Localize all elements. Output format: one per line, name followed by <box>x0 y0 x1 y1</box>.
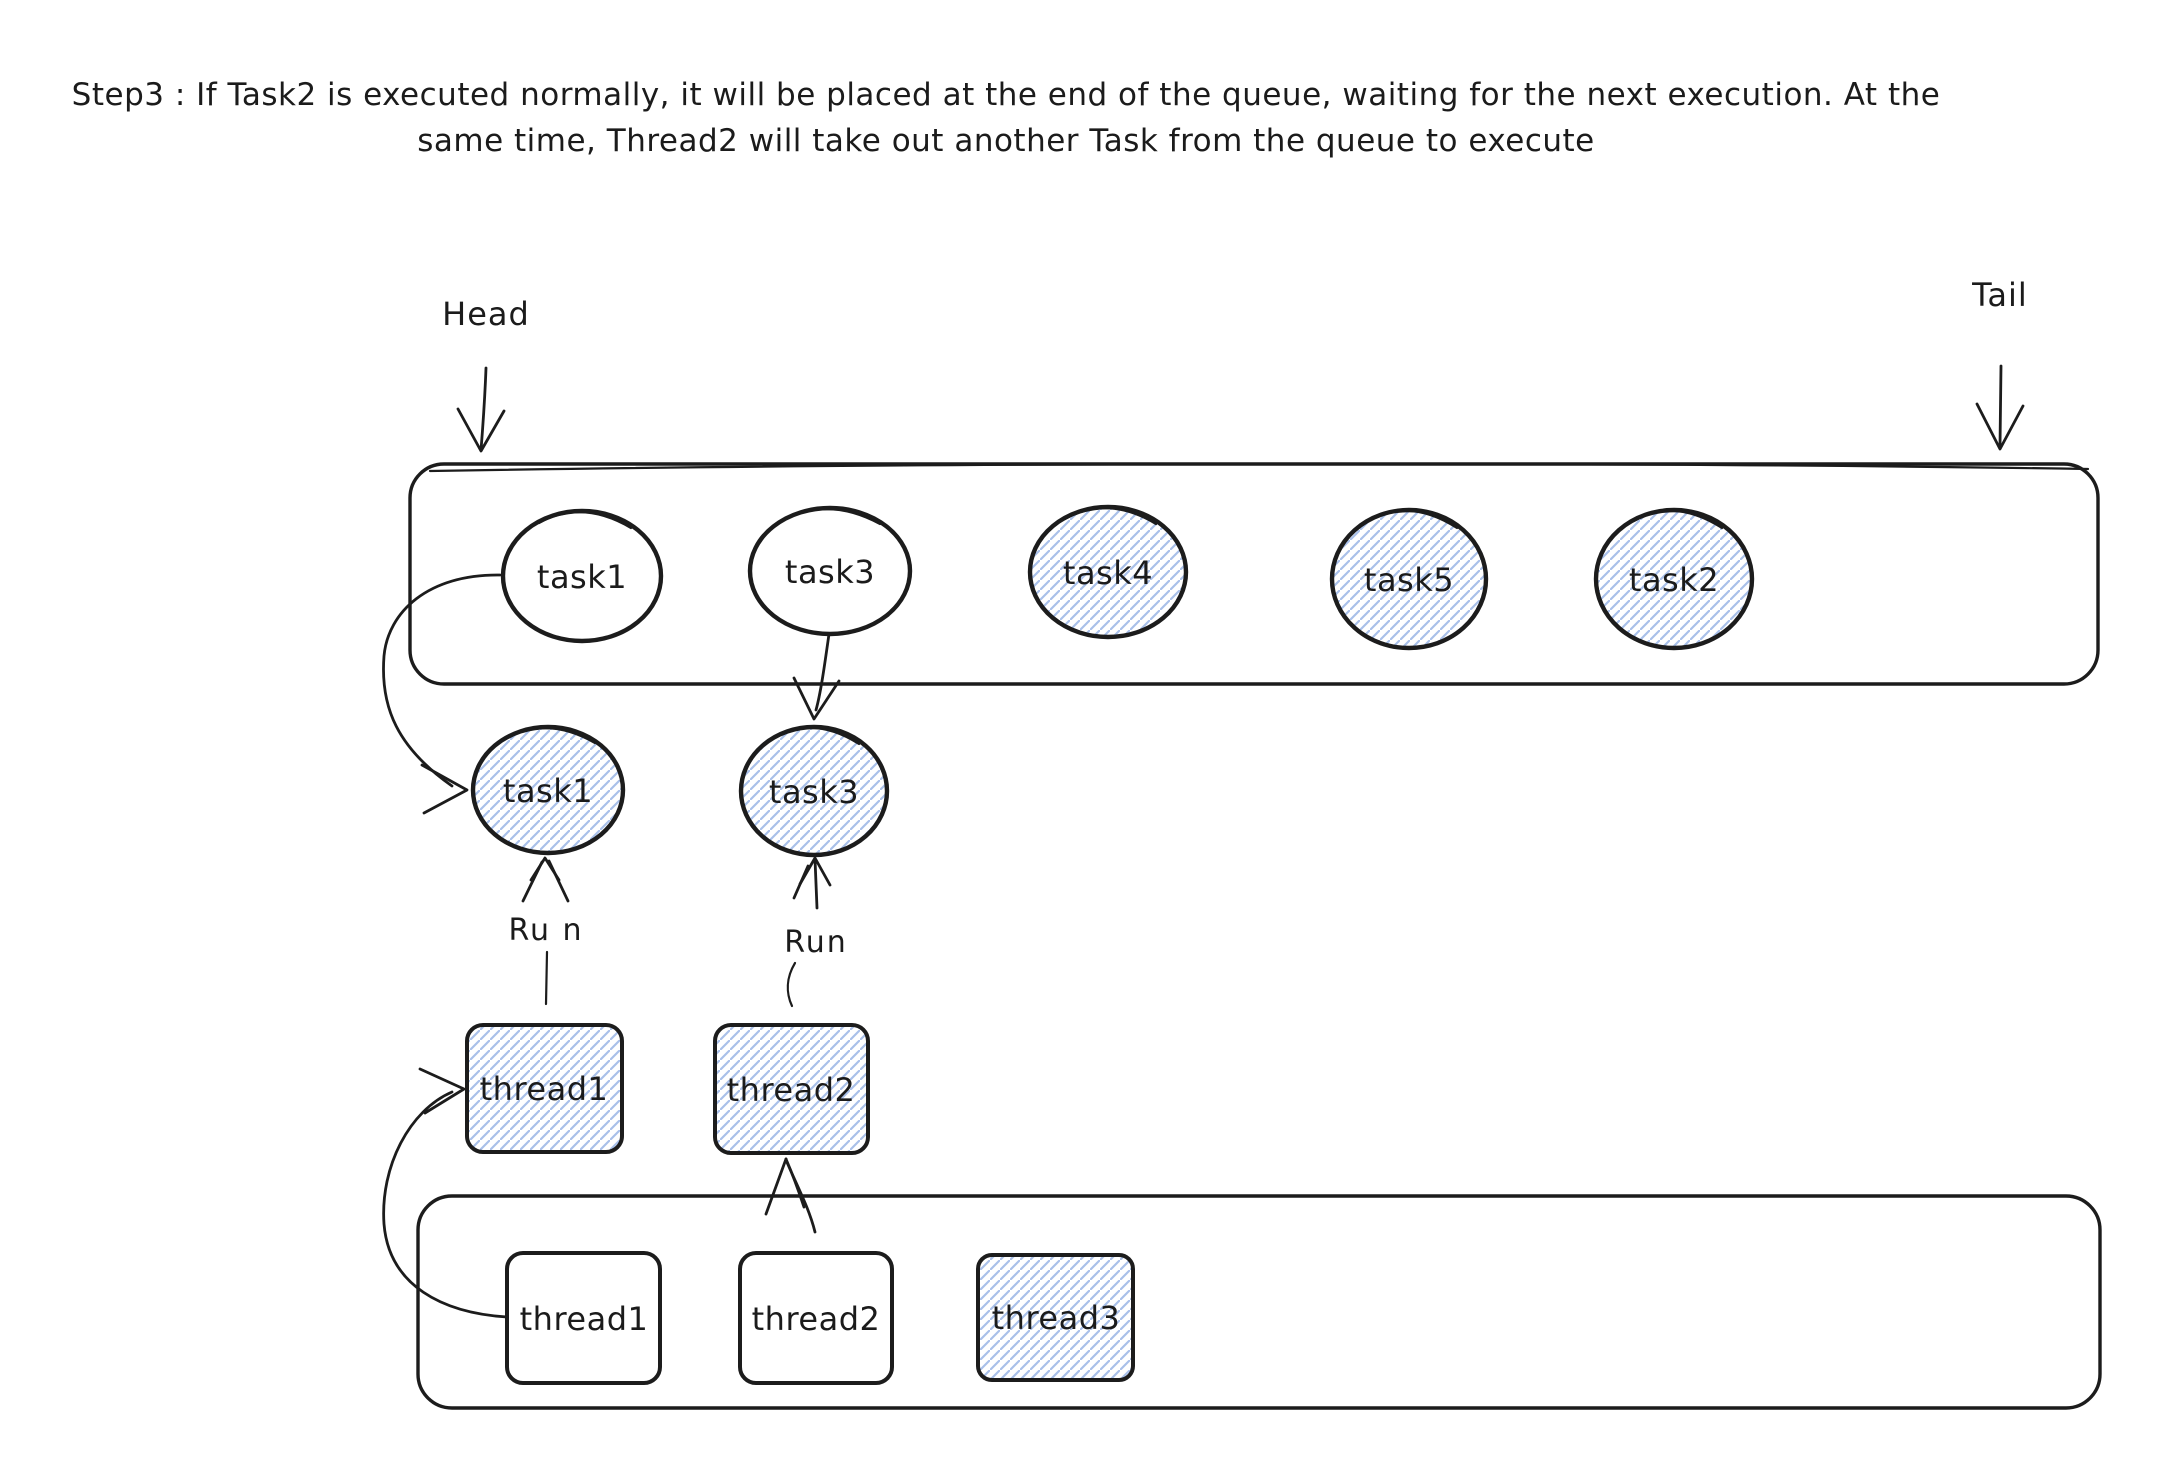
pool-thread1-box: thread1 <box>505 1251 662 1385</box>
queue-task-label: task2 <box>1629 561 1719 599</box>
arrow-task3-dequeue <box>792 632 841 721</box>
arrow-task1-dequeue <box>382 573 502 815</box>
arrow-thread1-activate <box>382 1067 509 1319</box>
worker-thread-label: thread2 <box>727 1071 856 1109</box>
run-arrow-task1 <box>521 856 570 903</box>
sketch-overdraw <box>1063 507 1158 526</box>
executing-task-label: task3 <box>769 773 859 811</box>
run-label-task3: Run <box>784 925 848 960</box>
run-label-task1: Ru n <box>508 913 583 948</box>
thread-pool-container <box>416 1194 2102 1410</box>
queue-task-task5: task5 <box>1329 507 1489 651</box>
run-thread1-connector <box>544 950 549 1006</box>
executing-task-task1: task1 <box>470 724 626 856</box>
queue-task-label: task1 <box>537 558 627 596</box>
sketch-overdraw <box>772 726 861 746</box>
queue-task-label: task5 <box>1364 561 1454 599</box>
tail-arrow-icon <box>1975 364 2025 451</box>
executing-task-task3: task3 <box>738 724 890 858</box>
tail-label: Tail <box>1971 276 2028 314</box>
run-arrow-task3 <box>792 856 832 910</box>
head-label: Head <box>442 295 530 333</box>
head-arrow-icon <box>456 366 506 453</box>
sketch-overdraw <box>1629 509 1724 530</box>
queue-task-task4: task4 <box>1027 504 1189 640</box>
task-queue-container <box>408 462 2100 686</box>
pool-thread-label: thread1 <box>520 1300 649 1338</box>
pool-thread-label: thread3 <box>992 1299 1121 1337</box>
worker-thread2-box: thread2 <box>713 1023 870 1155</box>
queue-task-label: task3 <box>785 553 875 591</box>
run-thread2-connector <box>786 961 797 1008</box>
title-line-1: Step3 : If Task2 is executed normally, i… <box>72 77 1941 113</box>
queue-task-task3: task3 <box>747 505 913 637</box>
arrow-thread2-activate <box>764 1157 817 1234</box>
executing-task-label: task1 <box>503 772 593 810</box>
pool-thread3-box: thread3 <box>976 1253 1135 1382</box>
sketch-overdraw <box>428 462 2090 473</box>
queue-task-task2: task2 <box>1593 507 1755 651</box>
title-line-2: same time, Thread2 will take out another… <box>417 123 1595 159</box>
sketch-overdraw <box>784 508 882 526</box>
worker-thread-label: thread1 <box>480 1070 609 1108</box>
worker-thread1-box: thread1 <box>465 1023 624 1154</box>
pool-thread-label: thread2 <box>752 1300 881 1338</box>
queue-task-task1: task1 <box>500 508 664 644</box>
sketch-overdraw <box>537 511 633 530</box>
queue-task-label: task4 <box>1063 554 1153 592</box>
sketch-overdraw <box>1365 509 1459 530</box>
sketch-overdraw <box>505 727 597 745</box>
pool-thread2-box: thread2 <box>738 1251 894 1385</box>
